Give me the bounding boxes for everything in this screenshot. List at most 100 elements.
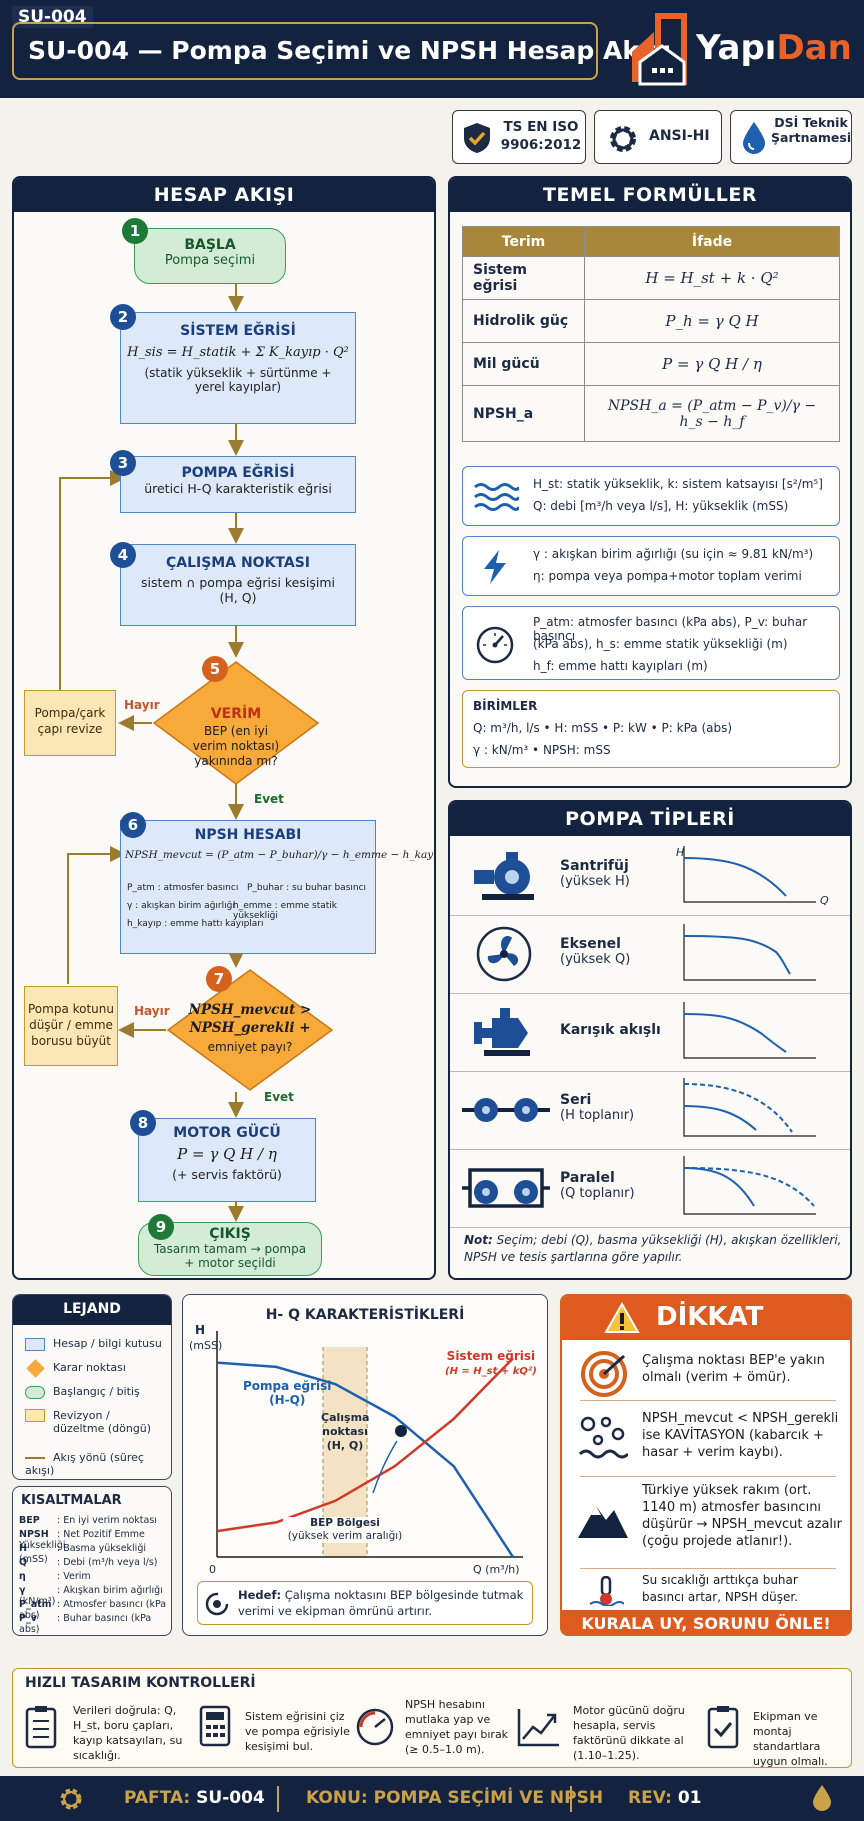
step5-no-label: Hayır	[124, 698, 160, 712]
header-bar	[0, 0, 864, 98]
units-line2: γ : kN/m³ • NPSH: mSS	[473, 743, 611, 757]
step6-formula: NPSH_mevcut = (P_atm − P_buhar)/γ − h_em…	[125, 849, 436, 861]
step8-formula: P = γ Q H / η	[177, 1145, 277, 1163]
step4-title: ÇALIŞMA NOKTASI	[165, 555, 311, 571]
abbr-title: KISALTMALAR	[21, 1493, 122, 1508]
quick-checks-title: HIZLI TASARIM KONTROLLERİ	[25, 1675, 256, 1691]
pump-sub: (yüksek Q)	[560, 952, 631, 967]
step2-text: (statik yükseklik + sürtünme + yerel kay…	[144, 366, 332, 394]
info2-line2: η: pompa veya pompa+motor toplam verimi	[533, 569, 802, 583]
step7-line2: NPSH_gerekli +	[189, 1020, 311, 1036]
step6-number: 6	[120, 812, 146, 838]
badge-iso: TS EN ISO 9906:2012	[452, 110, 586, 164]
hq-bep-label: BEP Bölgesi(yüksek verim aralığı)	[283, 1517, 407, 1543]
flow-step-motor-power: MOTOR GÜCÜ P = γ Q H / η (+ servis faktö…	[138, 1118, 316, 1202]
badge-dsi-label: DSİ Teknik Şartnamesi	[771, 115, 852, 145]
mixed-flow-pump-icon	[474, 1008, 530, 1056]
info1-line1: H_st: statik yükseklik, k: sistem katsay…	[533, 477, 823, 491]
warning-triangle-icon	[604, 1302, 640, 1333]
step4-text: sistem ∩ pompa eğrisi kesişimi (H, Q)	[141, 575, 335, 605]
pump-type-centrifugal: Santrifüj(yüksek H)	[450, 838, 850, 916]
step3-text: üretici H-Q karakteristik eğrisi	[144, 481, 332, 496]
flow-panel-title: HESAP AKIŞI	[14, 178, 434, 212]
step5-number: 5	[202, 656, 228, 682]
flow-step-start: BAŞLA Pompa seçimi	[134, 228, 286, 284]
formula-col-expr: İfade	[584, 226, 840, 257]
warning-title: DİKKAT	[656, 1302, 764, 1332]
hq-goal-box: Hedef: Çalışma noktasını BEP bölgesinde …	[197, 1581, 533, 1625]
check-item: NPSH hesabını mutlaka yap ve emniyet pay…	[405, 1698, 509, 1756]
legend-item-calc: Hesap / bilgi kutusu	[25, 1337, 162, 1351]
check-item: Ekipman ve montaj standartlara uygun olm…	[753, 1710, 828, 1768]
formula-term: NPSH_a	[462, 385, 585, 442]
waves-icon	[474, 483, 519, 511]
gauge-icon	[356, 1708, 394, 1746]
pump-type-parallel: Paralel(Q toplanır)	[450, 1150, 850, 1228]
hq-title: H- Q KARAKTERİSTİKLERİ	[265, 1307, 465, 1323]
warning-item-altitude: Türkiye yüksek rakım (ort. 1140 m) atmos…	[642, 1483, 842, 1549]
legend-title: LEJAND	[63, 1301, 121, 1317]
footer-gear-icon	[60, 1788, 82, 1810]
hq-system-curve	[216, 1357, 514, 1533]
footer-sheet: PAFTA: SU-004	[124, 1788, 265, 1808]
footer-divider	[277, 1786, 279, 1812]
info2-line1: γ : akışkan birim ağırlığı (su için ≈ 9.…	[533, 547, 814, 561]
flow-step-npsh: NPSH HESABI NPSH_mevcut = (P_atm − P_buh…	[120, 820, 436, 954]
pump-note-label: Not:	[464, 1233, 493, 1247]
step3-title: POMPA EĞRİSİ	[181, 465, 295, 481]
flow-step-pump-curve: POMPA EĞRİSİ üretici H-Q karakteristik e…	[120, 456, 356, 513]
warning-divider	[580, 1568, 836, 1569]
step8-text: (+ servis faktörü)	[172, 1167, 282, 1182]
target-icon	[581, 1351, 627, 1397]
step7-line1: NPSH_mevcut >	[188, 1002, 312, 1018]
warning-divider	[580, 1400, 836, 1401]
info1-line2: Q: debi [m³/h veya l/s], H: yükseklik (m…	[533, 499, 789, 513]
units-line1: Q: m³/h, l/s • H: mSS • P: kW • P: kPa (…	[473, 721, 733, 735]
info3-line1: P_atm: atmosfer basıncı (kPa abs), P_v: …	[533, 615, 808, 643]
parallel-pumps-icon	[462, 1168, 550, 1208]
legend-title-bar	[13, 1295, 171, 1325]
step6-def-4: h_kayıp : emme hattı kayıpları	[127, 919, 264, 929]
step7-line3: emniyet payı?	[207, 1040, 293, 1054]
formula-expr: P = γ Q H / η	[584, 342, 840, 386]
legend-item-decision: Karar noktası	[25, 1358, 126, 1378]
units-title: BİRİMLER	[473, 699, 538, 713]
abbr-row: BEP: En iyi verim noktası	[19, 1515, 157, 1526]
abbr-row: γ: Akışkan birim ağırlığı (kN/m³)	[19, 1585, 163, 1607]
units-box: BİRİMLER Q: m³/h, l/s • H: mSS • P: kW •…	[462, 690, 840, 768]
abbr-row: P_atm: Atmosfer basıncı (kPa abs)	[19, 1599, 167, 1621]
formula-term: Mil gücü	[462, 342, 585, 386]
pump-name: Santrifüj	[560, 858, 629, 874]
step6-def-3: h_emme : emme statik yüksekliği	[233, 901, 338, 921]
step2-number: 2	[110, 304, 136, 330]
abbr-row: NPSH: Net Pozitif Emme Yüksekliği	[19, 1529, 145, 1551]
pump-type-mixed: Karışık akışlı	[450, 994, 850, 1072]
pump-types-panel: POMPA TİPLERİ Santrifüj(yüksek H) Eksene…	[448, 800, 852, 1280]
badge-iso-label: TS EN ISO 9906:2012	[500, 119, 582, 153]
warning-item-cavitation: NPSH_mevcut < NPSH_gerekli ise KAVİTASYO…	[642, 1411, 839, 1460]
hq-goal-text: Hedef: Çalışma noktasını BEP bölgesinde …	[238, 1588, 524, 1618]
hq-x-label: Q (m³/h)	[473, 1563, 520, 1576]
formulas-panel-title: TEMEL FORMÜLLER	[450, 178, 850, 212]
check-item: Sistem eğrisini çiz ve pompa eğrisiyle k…	[245, 1710, 350, 1753]
pump-type-axial: Eksenel(yüksek Q)	[450, 916, 850, 994]
pump-name: Karışık akışlı	[560, 1022, 661, 1038]
warning-footer: KURALA UY, SORUNU ÖNLE!	[581, 1614, 831, 1633]
hq-y-label: H	[195, 1323, 206, 1337]
info-box-heights: H_st: statik yükseklik, k: sistem katsay…	[462, 466, 840, 526]
bubbles-icon	[578, 1416, 628, 1459]
step6-def-1: P_buhar : su buhar basıncı	[247, 883, 367, 893]
info-box-pressure: P_atm: atmosfer basıncı (kPa abs), P_v: …	[462, 606, 840, 680]
step7-no-label: Hayır	[134, 1004, 170, 1018]
abbreviations-panel: KISALTMALAR BEP: En iyi verim noktası NP…	[12, 1486, 172, 1636]
pump-note-text: Seçim; debi (Q), basma yüksekliği (H), a…	[464, 1233, 842, 1264]
pump-name: Seri	[560, 1092, 592, 1108]
yapidan-logo-icon	[632, 13, 687, 86]
abbr-row: H: Basma yüksekliği (mSS)	[19, 1543, 146, 1565]
pump-curve-mixed	[683, 1002, 816, 1059]
warning-item-bep: Çalışma noktası BEP'e yakın olmalı (veri…	[642, 1353, 825, 1385]
warning-footer-bar	[562, 1610, 850, 1634]
operating-point-marker	[395, 1425, 407, 1437]
footer-bar	[0, 1776, 864, 1821]
